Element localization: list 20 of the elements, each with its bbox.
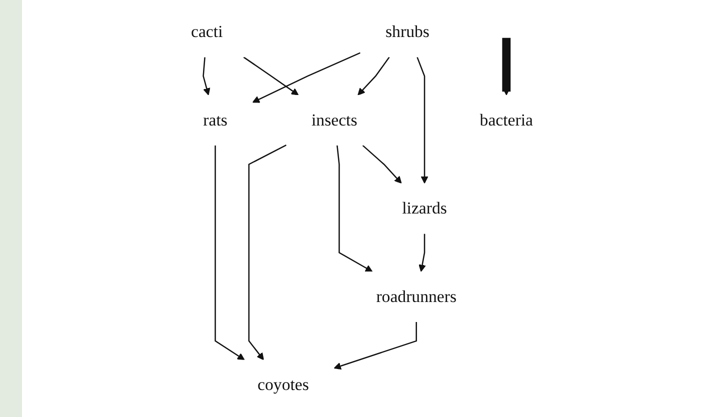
arrow [334, 322, 417, 370]
arrow [336, 145, 373, 272]
arrow [358, 56, 390, 96]
node-text: roadrunners [376, 288, 457, 306]
node-text: shrubs [386, 22, 430, 42]
node-text: cacti [191, 22, 223, 42]
arrow [243, 56, 299, 96]
arrow [416, 56, 428, 184]
node-text: coyotes [258, 376, 309, 394]
arrow [502, 38, 511, 96]
arrow [202, 57, 210, 96]
arrow [248, 144, 287, 360]
node-text: insects [312, 110, 358, 130]
node-text: bacteria [480, 110, 533, 130]
node-text: rats [203, 110, 228, 130]
arrow [362, 144, 402, 184]
node-text: lizards [402, 199, 447, 218]
arrow [252, 52, 361, 103]
arrow [214, 145, 245, 360]
arrow [418, 234, 426, 272]
